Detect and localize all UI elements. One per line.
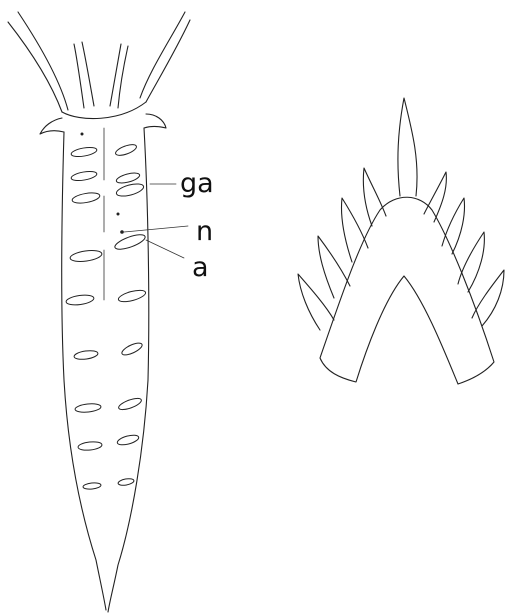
radula-tooth-drawing	[298, 98, 504, 384]
label-n: n	[196, 216, 213, 247]
gills-right	[113, 142, 146, 486]
right-cusps	[424, 172, 504, 326]
left-inner-tentacle	[74, 42, 94, 108]
head-outline	[62, 102, 146, 119]
right-tentacle	[140, 12, 190, 102]
label-a: a	[192, 252, 209, 283]
central-cusp	[398, 98, 417, 196]
left-cusps	[298, 168, 386, 330]
tooth-base	[320, 197, 494, 384]
left-tentacle	[8, 12, 68, 112]
right-inner-tentacle	[110, 44, 128, 108]
leader-line-a	[146, 240, 184, 258]
right-hook	[144, 114, 166, 128]
slug-body-drawing: ga n a	[8, 12, 214, 612]
label-ga: ga	[180, 168, 214, 199]
left-hook	[40, 118, 64, 134]
leader-line-n	[124, 226, 188, 232]
gills-left	[66, 146, 103, 490]
body-left-edge	[62, 132, 106, 610]
body-right-edge	[108, 128, 149, 612]
